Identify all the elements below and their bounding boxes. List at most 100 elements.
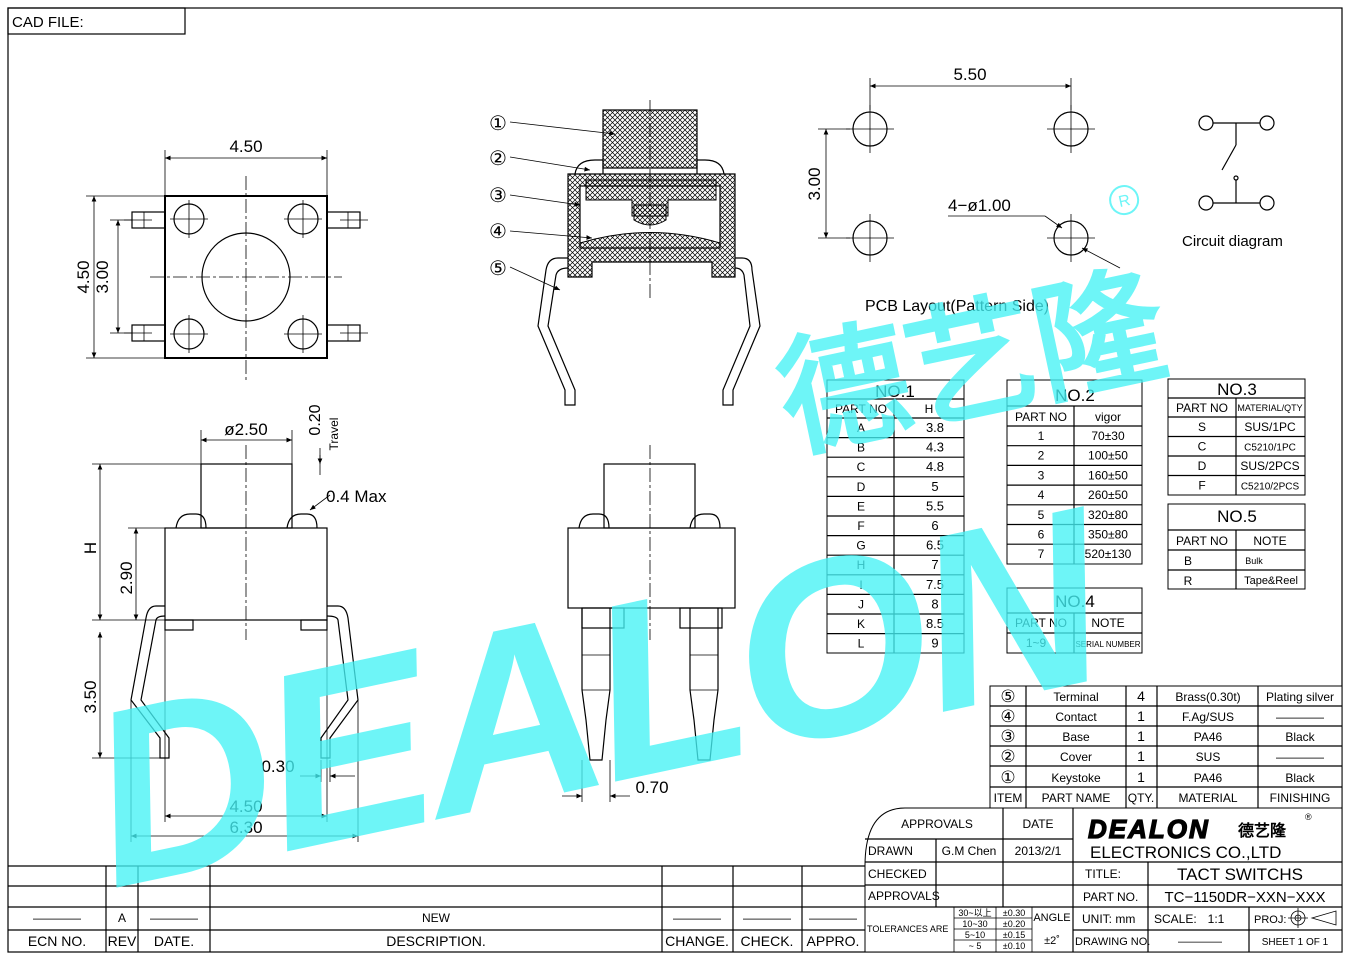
bom-header: QTY.	[1128, 791, 1154, 805]
tb-part-no: TC−1150DR−XXN−XXX	[1164, 889, 1325, 906]
top-view	[86, 150, 368, 380]
revision-cell: ————	[809, 911, 857, 925]
bom-cell: Terminal	[1053, 690, 1098, 704]
revision-cell: ————	[743, 911, 791, 925]
bom-cell: ⑤	[1000, 687, 1015, 706]
table1-part-no: A	[857, 421, 865, 435]
table-no3	[1167, 378, 1306, 496]
bom-cell: PA46	[1194, 730, 1223, 744]
tb-scale: 1:1	[1208, 912, 1225, 926]
side-view	[92, 430, 359, 842]
table2-vigor: 260±50	[1088, 488, 1128, 502]
tb-title: TACT SWITCHS	[1177, 865, 1303, 884]
tb-company: ELECTRONICS CO.,LTD	[1090, 843, 1281, 862]
bom-cell: Keystoke	[1051, 771, 1101, 785]
tb-tol-range-3: 5~10	[965, 930, 985, 940]
revision-cell: A	[118, 911, 126, 925]
bom-cell: PA46	[1194, 771, 1223, 785]
revision-header: DATE.	[154, 933, 194, 949]
callout-1: ①	[489, 113, 507, 135]
revision-header: REV	[108, 933, 137, 949]
tb-drawn-by: G.M Chen	[942, 844, 997, 858]
table2-vigor: 320±80	[1088, 508, 1128, 522]
table3-material: SUS/2PCS	[1240, 459, 1299, 473]
tb-title-label: TITLE:	[1085, 867, 1121, 881]
tb-angle-label: ANGLE	[1033, 912, 1070, 924]
table4-r1c1: 1~9	[1026, 636, 1047, 650]
table2-vigor: 160±50	[1088, 468, 1128, 482]
table4-title: NO.4	[1055, 592, 1095, 611]
table1-title: NO.1	[875, 382, 915, 401]
table1-h-value: 7.5	[926, 577, 944, 592]
bom-cell: 4	[1137, 688, 1145, 704]
tb-drawing-no-label: DRAWING NO.	[1075, 936, 1150, 948]
pcb-dim-x: 5.50	[953, 65, 986, 84]
bom-cell: SUS	[1196, 750, 1221, 764]
revision-header: APPRO.	[807, 933, 860, 949]
tb-tol-value-1: ±0.30	[1003, 908, 1025, 918]
table3-part-no: F	[1198, 479, 1205, 493]
dim-top-height: 4.50	[74, 260, 93, 293]
revision-header: CHECK.	[741, 933, 794, 949]
table1-part-no: I	[859, 578, 862, 592]
tb-tolerances: TOLERANCES ARE	[867, 924, 948, 934]
revision-cell: ————	[673, 911, 721, 925]
table3-material: SUS/1PC	[1244, 420, 1296, 434]
cad-file-label: CAD FILE:	[12, 14, 84, 31]
tb-scale-label: SCALE:	[1154, 912, 1197, 926]
dim-H: H	[81, 542, 100, 554]
dim-front-pin: 0.70	[635, 778, 668, 797]
table3-title: NO.3	[1217, 380, 1257, 399]
bom-cell: Plating silver	[1266, 690, 1334, 704]
table1-h-value: 5	[931, 479, 938, 494]
table1-part-no: E	[857, 499, 865, 513]
table2-part-no: 1	[1038, 429, 1045, 443]
section-view	[509, 100, 761, 406]
bom-cell: Contact	[1055, 710, 1097, 724]
table-no2	[1006, 379, 1143, 565]
tb-part-label: PART NO.	[1083, 890, 1138, 904]
section-callouts: ① ② ③ ④ ⑤	[489, 113, 507, 280]
table1-h-value: 6.5	[926, 538, 944, 553]
bom-header: PART NAME	[1042, 791, 1111, 805]
table5-r2c2: Tape&Reel	[1244, 575, 1298, 587]
table3-part-no: S	[1198, 420, 1206, 434]
bom-cell: 1	[1137, 728, 1145, 744]
bom-cell: ③	[1000, 727, 1015, 746]
tb-tol-value-3: ±0.15	[1003, 930, 1025, 940]
cad-file-box	[7, 7, 186, 35]
revision-block	[8, 865, 865, 952]
table1-part-no: F	[857, 519, 864, 533]
table1-part-no: B	[857, 441, 865, 455]
table1-part-no: L	[858, 637, 865, 651]
bom-cell: ④	[1000, 707, 1015, 726]
table3-part-no: D	[1198, 459, 1207, 473]
bom-cell: F.Ag/SUS	[1182, 710, 1234, 724]
table1-part-no: C	[857, 460, 866, 474]
front-view	[562, 445, 736, 802]
dim-inner: 4.50	[229, 797, 262, 816]
table1-part-no: G	[856, 539, 865, 553]
tb-date: DATE	[1022, 817, 1053, 831]
table1-part-no: H	[857, 558, 866, 572]
table2-vigor: 100±50	[1088, 449, 1128, 463]
table1-h2: H	[925, 402, 934, 416]
table2-h1: PART NO	[1015, 410, 1067, 424]
bom-header: ITEM	[994, 791, 1023, 805]
table1-h-value: 4.3	[926, 440, 944, 455]
table3-part-no: C	[1198, 440, 1207, 454]
dim-outer: 6.30	[229, 818, 262, 837]
bom-table	[989, 685, 1343, 809]
tb-drawing-no: ————	[1178, 936, 1222, 948]
dim-pin: 0.30	[261, 757, 294, 776]
table1-part-no: K	[857, 617, 865, 631]
tb-company-logo-cn: 德艺隆	[1238, 821, 1287, 840]
table1-h-value: 8.5	[926, 616, 944, 631]
tb-tol-range-2: 10~30	[962, 919, 987, 929]
revision-cell: ————	[33, 911, 81, 925]
table2-vigor: 350±80	[1088, 528, 1128, 542]
tb-tol-value-4: ±0.10	[1003, 941, 1025, 951]
travel-label: Travel	[327, 418, 341, 451]
table2-part-no: 5	[1038, 508, 1045, 522]
